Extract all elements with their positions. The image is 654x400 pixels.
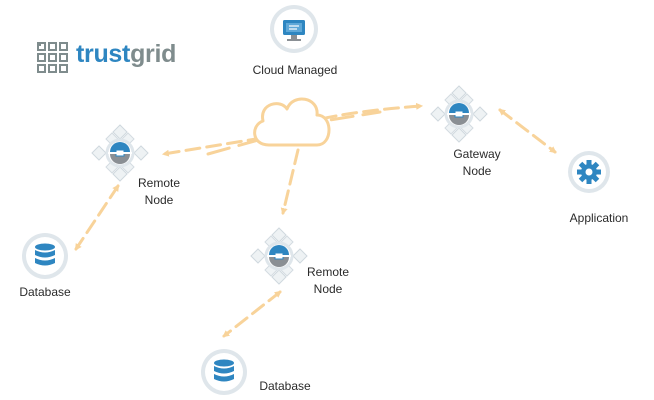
cloud-to-remote-center-link [280,148,300,216]
monitor-icon [270,5,318,53]
gear-icon [568,151,610,193]
gateway-to-application-link [498,108,557,154]
connection-lines [74,102,557,338]
trustgrid-logo-mark [37,42,68,73]
remote-node-left-label: Remote Node [126,175,192,209]
remote-left-to-database-link [74,184,120,251]
database-left-icon [22,233,68,279]
remote-node-left-icon [91,124,149,182]
remote-node-center-label-line2: Node [313,282,343,296]
gateway-node-label-line1: Gateway [453,147,501,161]
remote-node-center-label-line1: Remote [306,265,350,279]
gateway-node-icon [430,85,488,143]
remote-center-to-database-link [222,290,282,338]
remote-node-left-label-line1: Remote [137,176,181,190]
cloud-to-remote-left-link [161,136,264,157]
database-left-label: Database [19,285,71,299]
logo-text-grid: grid [130,40,177,68]
remote-node-left-label-line2: Node [144,193,174,207]
trustgrid-logo: trustgrid [76,40,176,69]
cloud-to-gateway-link-2 [206,110,382,156]
application-label: Application [569,211,629,225]
cloud-managed-label: Cloud Managed [252,63,338,77]
remote-node-center-label: Remote Node [295,264,361,298]
database-bottom-label: Database [259,379,311,393]
database-bottom-icon [201,349,247,395]
gateway-node-label: Gateway Node [444,146,510,180]
logo-text-trust: trust [76,40,131,68]
gateway-node-label-line2: Node [462,164,492,178]
cloud-icon [253,97,331,147]
